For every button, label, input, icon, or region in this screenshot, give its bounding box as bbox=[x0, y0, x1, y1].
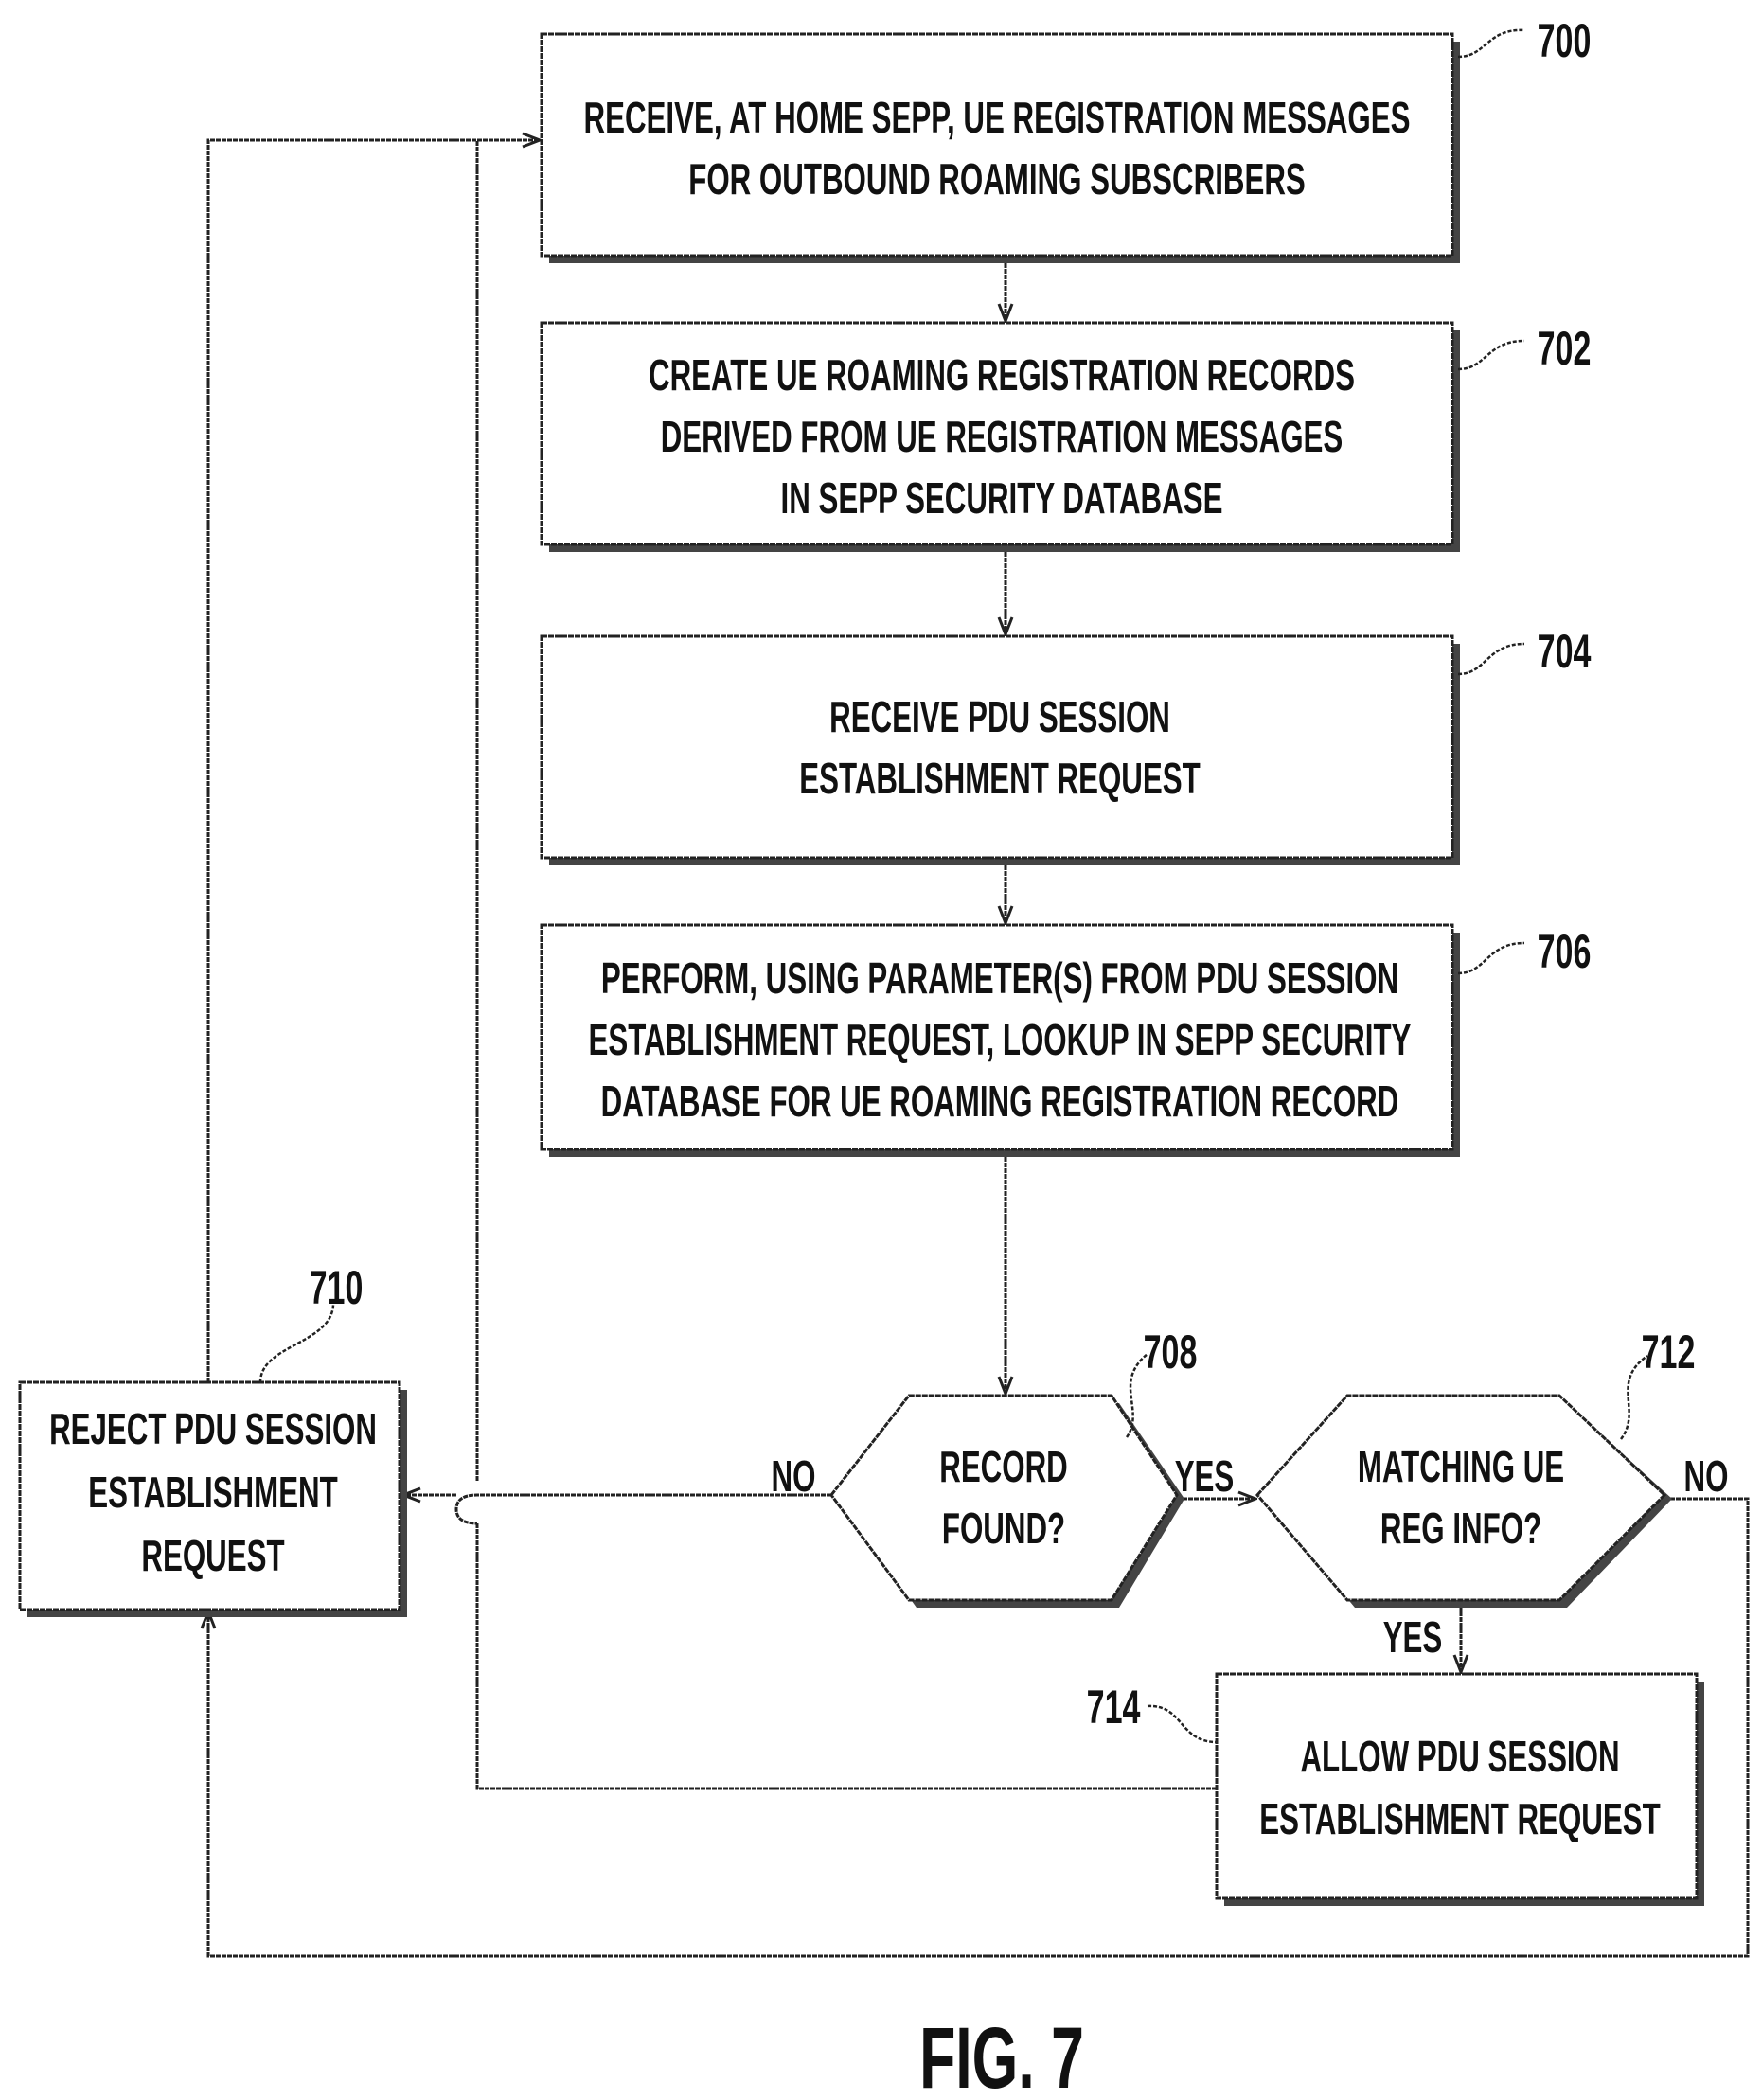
step-704-line-1: RECEIVE PDU SESSION bbox=[829, 693, 1170, 741]
ref-714: 714 bbox=[1087, 1682, 1141, 1735]
step-702-line-1: CREATE UE ROAMING REGISTRATION RECORDS bbox=[649, 351, 1355, 400]
step-700-line-1: RECEIVE, AT HOME SEPP, UE REGISTRATION M… bbox=[584, 94, 1411, 142]
step-702-line-3: IN SEPP SECURITY DATABASE bbox=[781, 474, 1223, 523]
edge-label-708-yes: YES bbox=[1175, 1452, 1235, 1501]
decision-708: RECORD FOUND? bbox=[831, 1396, 1184, 1608]
step-706-line-1: PERFORM, USING PARAMETER(S) FROM PDU SES… bbox=[601, 954, 1398, 1003]
decision-708-line-1: RECORD bbox=[939, 1443, 1068, 1491]
step-714: ALLOW PDU SESSION ESTABLISHMENT REQUEST bbox=[1217, 1674, 1704, 1906]
step-700: RECEIVE, AT HOME SEPP, UE REGISTRATION M… bbox=[542, 34, 1460, 263]
step-702: CREATE UE ROAMING REGISTRATION RECORDS D… bbox=[542, 323, 1460, 552]
leader-706 bbox=[1458, 943, 1524, 973]
edge-label-712-yes: YES bbox=[1383, 1613, 1443, 1662]
edge-label-708-no: NO bbox=[772, 1452, 816, 1501]
arrow-708-no-to-710 bbox=[403, 1495, 831, 1523]
ref-706: 706 bbox=[1538, 926, 1592, 979]
leader-714 bbox=[1148, 1706, 1217, 1742]
ref-708: 708 bbox=[1144, 1326, 1198, 1379]
leader-704 bbox=[1458, 644, 1524, 674]
figure-label: FIG. 7 bbox=[919, 2009, 1084, 2100]
step-710: REJECT PDU SESSION ESTABLISHMENT REQUEST bbox=[20, 1382, 407, 1617]
step-704: RECEIVE PDU SESSION ESTABLISHMENT REQUES… bbox=[542, 636, 1460, 865]
leader-702 bbox=[1458, 341, 1524, 369]
step-704-line-2: ESTABLISHMENT REQUEST bbox=[799, 755, 1200, 803]
edge-label-712-no: NO bbox=[1684, 1452, 1729, 1501]
decision-712-line-2: REG INFO? bbox=[1380, 1504, 1541, 1553]
step-714-line-2: ESTABLISHMENT REQUEST bbox=[1259, 1795, 1660, 1843]
step-706-line-2: ESTABLISHMENT REQUEST, LOOKUP IN SEPP SE… bbox=[589, 1016, 1412, 1064]
step-710-line-1: REJECT PDU SESSION bbox=[49, 1405, 377, 1453]
ref-702: 702 bbox=[1538, 323, 1592, 376]
step-710-line-3: REQUEST bbox=[141, 1532, 284, 1580]
step-710-line-2: ESTABLISHMENT bbox=[88, 1468, 338, 1517]
ref-712: 712 bbox=[1642, 1326, 1696, 1379]
step-706-line-3: DATABASE FOR UE ROAMING REGISTRATION REC… bbox=[601, 1077, 1399, 1126]
step-700-line-2: FOR OUTBOUND ROAMING SUBSCRIBERS bbox=[688, 155, 1306, 204]
ref-700: 700 bbox=[1538, 15, 1592, 68]
step-714-line-1: ALLOW PDU SESSION bbox=[1300, 1733, 1619, 1781]
decision-712: MATCHING UE REG INFO? bbox=[1257, 1396, 1672, 1608]
leader-710 bbox=[260, 1305, 333, 1382]
step-702-line-2: DERIVED FROM UE REGISTRATION MESSAGES bbox=[661, 413, 1344, 461]
step-706: PERFORM, USING PARAMETER(S) FROM PDU SES… bbox=[542, 925, 1460, 1157]
ref-704: 704 bbox=[1538, 626, 1592, 679]
decision-712-line-1: MATCHING UE bbox=[1358, 1443, 1564, 1491]
leader-700 bbox=[1458, 30, 1524, 57]
ref-710: 710 bbox=[310, 1262, 364, 1315]
decision-708-line-2: FOUND? bbox=[942, 1504, 1065, 1553]
loop-710-to-700 bbox=[208, 140, 477, 1382]
